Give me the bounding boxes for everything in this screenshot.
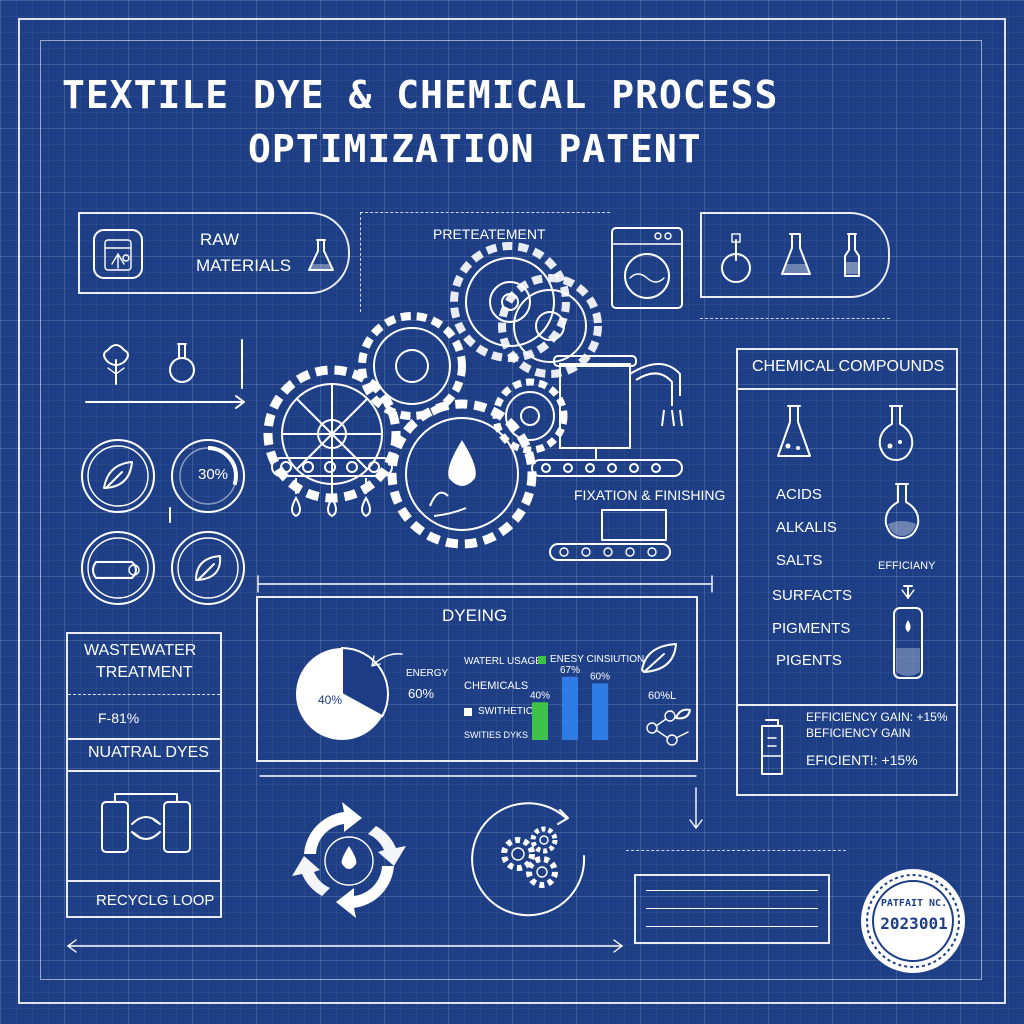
raw-materials-line-2: MATERIALS	[196, 256, 292, 275]
efficiency-gain-2: BEFICIENCY GAIN	[806, 726, 911, 740]
beaker-icon	[761, 719, 783, 775]
leaf-circle-icon	[81, 439, 155, 513]
wastewater-title-1: WASTEWATER	[84, 642, 197, 659]
washing-machine-icon	[611, 227, 683, 309]
wastewater-value: F-81%	[98, 710, 140, 726]
compound-item-6: PIGENTS	[776, 652, 842, 669]
compound-flasks	[777, 405, 914, 461]
title-line-1: TEXTILE DYE & CHEMICAL PROCESS	[62, 73, 779, 117]
legend-energy-swatch	[538, 656, 546, 664]
bar-2	[562, 676, 578, 740]
flask-icon	[308, 239, 334, 271]
bar-3-label: 60%	[590, 671, 610, 682]
compound-item-3: SALTS	[776, 552, 823, 569]
efficiency-gain-3: EFICIENT!: +15%	[806, 752, 918, 768]
progress-label: 30%	[198, 466, 229, 483]
compound-item-2: ALKALIS	[776, 519, 837, 536]
raw-materials-line-1: RAW	[200, 230, 240, 249]
raw-material-jar-icon	[93, 229, 143, 279]
stamp-line-1: PATFAIT NC.	[880, 898, 948, 909]
bar-1-label: 40%	[530, 690, 550, 701]
flask-icons-row	[721, 233, 860, 283]
dimension-line-bottom	[259, 775, 703, 830]
dyeing-side-value: 60%L	[648, 690, 677, 702]
compound-flask-right	[884, 483, 920, 539]
text-block-box	[634, 874, 830, 944]
wastewater-panel: WASTEWATER TREATMENT F-81% NUATRAL DYES …	[66, 632, 222, 918]
inner-frame	[40, 40, 982, 980]
leaf-circle-icon-2	[171, 531, 245, 605]
legend-energy: ENESY CINSIUTION	[550, 654, 645, 665]
efficiency-gain-1: EFFICIENCY GAIN: +15%	[806, 710, 948, 724]
patent-stamp	[861, 869, 965, 973]
dashed-connector	[360, 212, 361, 312]
cotton-plant-icon	[103, 344, 129, 385]
fixation-label: FIXATION & FINISHING	[574, 487, 726, 503]
dashed-connector-right	[700, 318, 890, 319]
recycle-arrows-icon	[292, 802, 406, 918]
pie-percent-label: 40%	[318, 693, 342, 707]
bar-chart: 40% 67% 60%	[530, 665, 610, 740]
bar-1	[532, 702, 548, 740]
dye-vat	[531, 355, 683, 477]
recycle-loop-label: RECYCLG LOOP	[96, 892, 215, 909]
gear-large-center	[387, 399, 537, 549]
test-tube-icon	[893, 585, 923, 679]
bar-3	[592, 683, 608, 740]
legend-synthetic: SWITHETIC	[478, 706, 533, 717]
chemical-flasks-box	[700, 212, 890, 298]
legend-synthetic-dyes: SWITIES DYKS	[464, 730, 529, 740]
legend-chemicals: CHEMICALS	[464, 680, 529, 692]
stamp-line-2: 2023001	[880, 914, 948, 933]
fabric-roll-circle-icon	[81, 531, 155, 605]
conveyor-left	[271, 457, 393, 518]
efficiency-side-label: EFFICIANY	[878, 560, 936, 572]
molecule-icon	[646, 708, 691, 746]
dyeing-panel: DYEING 40% ENERGY 60% WATERL USAGE ENESY…	[256, 596, 698, 762]
compound-item-4: SURFACTS	[772, 587, 853, 604]
dashed-connector-top	[360, 212, 610, 213]
dimension-line-top	[257, 575, 713, 593]
chemical-compounds-title: CHEMICAL COMPOUNDS	[752, 358, 945, 375]
legend-water: WATERL USAGE	[464, 656, 542, 667]
compound-item-1: ACIDS	[776, 486, 822, 503]
bar-2-label: 67%	[560, 665, 580, 676]
round-flask-icon	[169, 343, 195, 383]
gear-machinery-illustration	[263, 242, 683, 549]
gears-cycle-icon	[471, 802, 586, 917]
energy-value: 60%	[408, 686, 435, 701]
cotton-flask-arrow	[85, 339, 245, 409]
finishing-conveyor	[549, 509, 671, 561]
chemical-compounds-panel: CHEMICAL COMPOUNDS ACIDS ALKALIS SALTS S…	[736, 348, 958, 796]
filter-tanks-icon	[101, 793, 191, 853]
title-line-2: OPTIMIZATION PATENT	[248, 127, 702, 171]
pretreatment-label: PRETEATEMENT	[433, 226, 546, 242]
pie-pointer-arrow	[371, 653, 403, 667]
neutral-dyes-label: NUATRAL DYES	[88, 744, 209, 761]
compound-item-5: PIGMENTS	[772, 620, 851, 637]
energy-label: ENERGY	[406, 668, 449, 679]
bottom-dimension-arrow	[66, 939, 624, 953]
gear-middle	[358, 312, 466, 420]
dashed-connector-bottom	[626, 850, 846, 851]
leaf-icon	[641, 643, 677, 673]
wastewater-title-2: TREATMENT	[96, 664, 193, 681]
raw-materials-box: RAW MATERIALS	[78, 212, 350, 294]
gear-small-top	[450, 242, 602, 378]
progress-ring	[171, 439, 245, 513]
dyeing-title: DYEING	[442, 606, 508, 625]
legend-synthetic-swatch	[464, 708, 472, 716]
outer-frame	[18, 18, 1006, 1004]
